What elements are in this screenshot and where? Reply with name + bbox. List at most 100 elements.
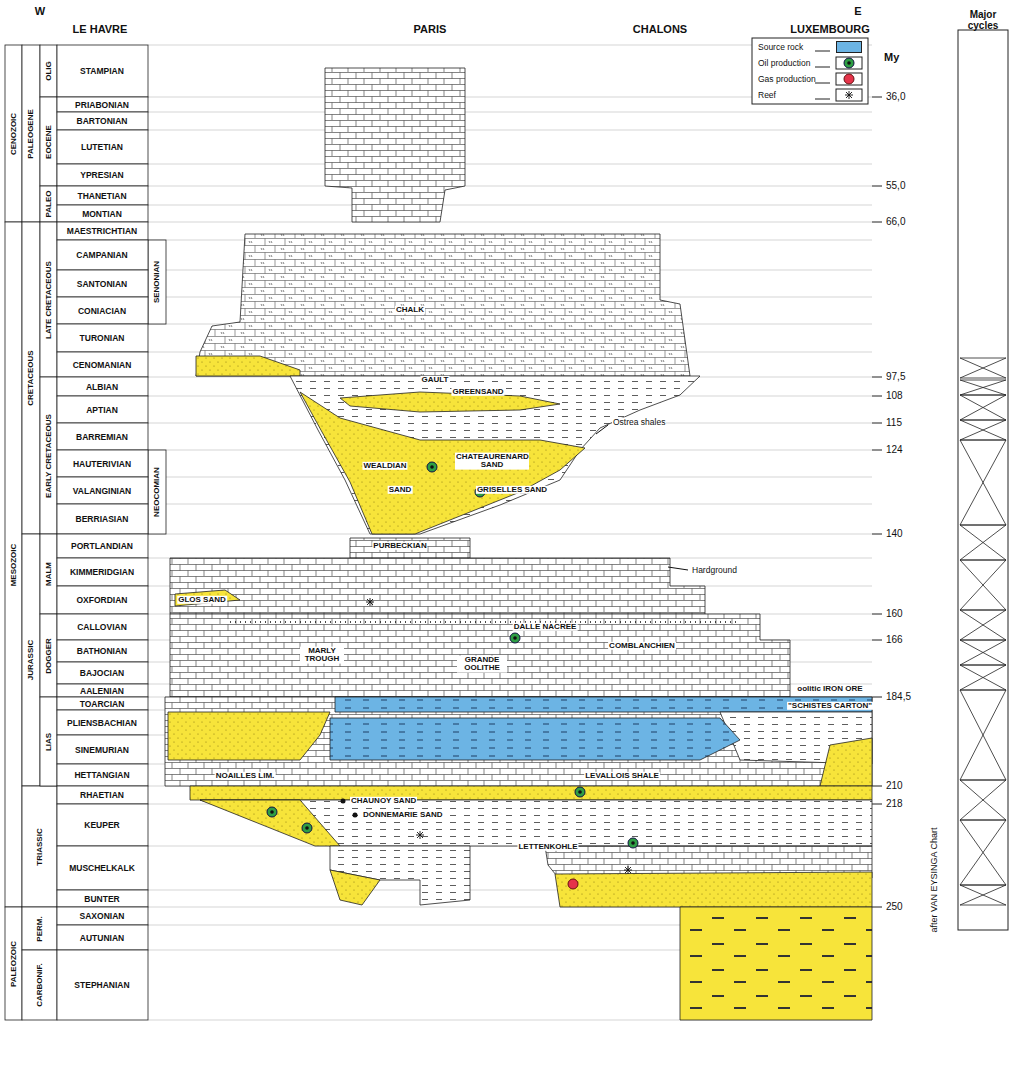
age-label: 97,5 (885, 372, 906, 383)
header-label: LE HAVRE (73, 24, 128, 36)
lime-unit (350, 538, 470, 558)
lime-unit (325, 68, 465, 222)
leader-line (596, 425, 608, 434)
major-cycles-column (958, 30, 1008, 930)
header-label: My (884, 52, 899, 64)
stage-label: BUNTER (84, 894, 119, 903)
sand-unit (300, 392, 585, 534)
stratigraphic-table (5, 45, 166, 1020)
unit-label: NOAILLES LIM. (215, 772, 276, 780)
oil-symbol (302, 823, 312, 833)
gas-symbol (844, 74, 854, 84)
unit-label: GRISELLES SAND (476, 486, 548, 494)
age-label: 115 (885, 418, 903, 429)
shale-unit (330, 846, 470, 905)
header-label: LUXEMBOURG (790, 24, 869, 36)
sand-unit (555, 872, 872, 907)
unit-label: MARLY TROUGH (300, 647, 344, 664)
unit-label: DALLE NACREE (513, 623, 578, 631)
unit-label: CHALK (395, 306, 425, 314)
stage-label: PLIENSBACHIAN (67, 718, 137, 727)
oil-symbol (427, 462, 437, 472)
stage-label: BARTONIAN (77, 117, 128, 126)
chalk-unit (196, 234, 690, 376)
age-label: 124 (885, 445, 904, 456)
header-label: CHALONS (633, 24, 687, 36)
stage-label: SINEMURIAN (75, 745, 129, 754)
lime-unit (170, 558, 705, 614)
header-label: PARIS (414, 24, 447, 36)
age-label: 108 (885, 391, 904, 402)
unit-label: WEALDIAN (362, 462, 407, 470)
unit-label: GRANDE OOLITHE (457, 656, 507, 673)
sand-unit (820, 738, 872, 786)
stage-label: BERRIASIAN (76, 515, 129, 524)
column-label: NEOCOMIAN (153, 467, 161, 517)
stage-label: AALENIAN (80, 686, 124, 695)
unit-label: GAULT (421, 376, 450, 384)
legend-text: Source rock (758, 43, 803, 52)
column-label: PALEO (44, 191, 52, 218)
reef-symbol (624, 866, 632, 874)
oil-symbol (267, 807, 277, 817)
unit-label: PURBECKIAN (372, 542, 427, 550)
age-label: 166 (885, 635, 904, 646)
stage-label: CALLOVIAN (77, 623, 127, 632)
stage-label: RHAETIAN (80, 791, 124, 800)
sand-unit (330, 870, 380, 905)
legend-box (752, 38, 868, 104)
legend-text: Reef (758, 91, 776, 100)
column-label: PALEOZOIC (9, 940, 17, 986)
stage-label: MUSCHELKALK (69, 864, 135, 873)
stage-label: PRIABONIAN (75, 100, 129, 109)
column-label: PALEOGENE (27, 109, 35, 159)
stage-label: CENOMANIAN (73, 360, 132, 369)
unit-label: SAND (388, 486, 413, 494)
stage-label: STEPHANIAN (74, 981, 129, 990)
stage-label: ALBIAN (86, 382, 118, 391)
column-label: TRIASSIC (35, 828, 43, 865)
stage-label: CONIACIAN (78, 306, 126, 315)
age-label: 160 (885, 609, 904, 620)
stage-label: CAMPANIAN (76, 251, 127, 260)
stage-label: BARREMIAN (76, 432, 128, 441)
column-label: DOGGER (44, 638, 52, 674)
unit-label: COMBLANCHIEN (608, 642, 676, 650)
age-ticks (872, 97, 882, 907)
column-label: PERM. (35, 916, 43, 941)
redbed-unit (680, 907, 872, 1020)
legend-text: Gas production (758, 75, 816, 84)
column-label: MESOZOIC (9, 543, 17, 586)
stage-label: BATHONIAN (77, 647, 127, 656)
column-label: EARLY CRETACEOUS (44, 414, 52, 498)
unit-label: LETTENKOHLE (517, 843, 578, 851)
column-label: EOCENE (44, 125, 52, 159)
lime-unit (170, 614, 790, 697)
unit-label: LEVALLOIS SHALE (584, 772, 660, 780)
age-label: 66,0 (885, 217, 906, 228)
age-label: 36,0 (885, 92, 906, 103)
reef-symbol (366, 598, 374, 606)
age-label: 250 (885, 902, 904, 913)
age-label: 184,5 (885, 692, 912, 703)
column-label: LIAS (44, 732, 52, 750)
stage-label: OXFORDIAN (77, 596, 128, 605)
age-label: 218 (885, 799, 904, 810)
unit-label: GLOS SAND (177, 596, 227, 604)
stage-label: TOARCIAN (80, 699, 125, 708)
header-label: E (854, 6, 861, 18)
unit-label: CHATEAURENARD SAND (455, 453, 529, 470)
oil-symbol (575, 787, 585, 797)
age-label: 55,0 (885, 181, 906, 192)
column-label: MALM (44, 562, 52, 586)
stage-label: BAJOCIAN (80, 669, 124, 678)
oil-symbol (844, 58, 854, 68)
stage-label: MONTIAN (82, 209, 122, 218)
sand-unit (175, 590, 240, 606)
column-label: LATE CRETACEOUS (44, 261, 52, 339)
sand-unit (340, 392, 560, 412)
age-label: 140 (885, 529, 904, 540)
source-unit (330, 718, 740, 760)
column-label: CENOZOIC (9, 112, 17, 154)
